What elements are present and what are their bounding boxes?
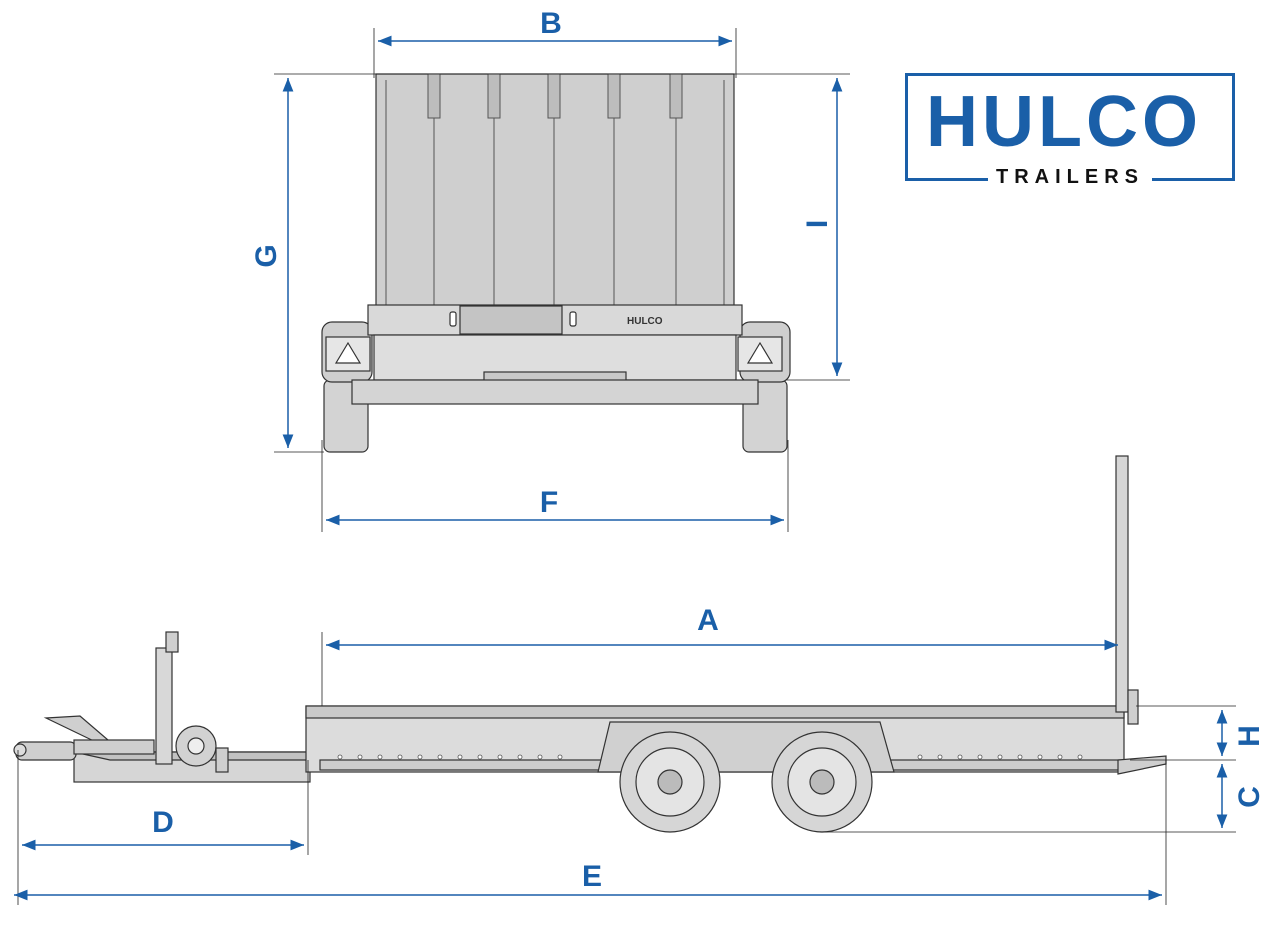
dimension-i-label: I xyxy=(801,220,834,228)
jockey-wheel-post xyxy=(155,647,173,765)
rear-badge: HULCO xyxy=(627,316,663,327)
dimension-c-label: C xyxy=(1233,786,1266,808)
dimension-lines xyxy=(14,28,1236,905)
dimension-a-label: A xyxy=(697,604,719,637)
rear-ramp-upright xyxy=(1115,455,1129,713)
hulco-logo: HULCO TRAILERS xyxy=(905,73,1235,188)
rear-view: HULCO xyxy=(321,73,791,453)
dimension-e-label: E xyxy=(582,860,602,893)
dimension-f-label: F xyxy=(540,486,558,519)
side-view xyxy=(13,455,1167,833)
dimension-g-label: G xyxy=(250,244,283,267)
logo-sub-text: TRAILERS xyxy=(988,166,1152,188)
dimension-d-label: D xyxy=(152,806,174,839)
dimension-h-label: H xyxy=(1233,725,1266,747)
logo-main-text: HULCO xyxy=(926,82,1202,162)
dimension-b-label: B xyxy=(540,7,562,40)
